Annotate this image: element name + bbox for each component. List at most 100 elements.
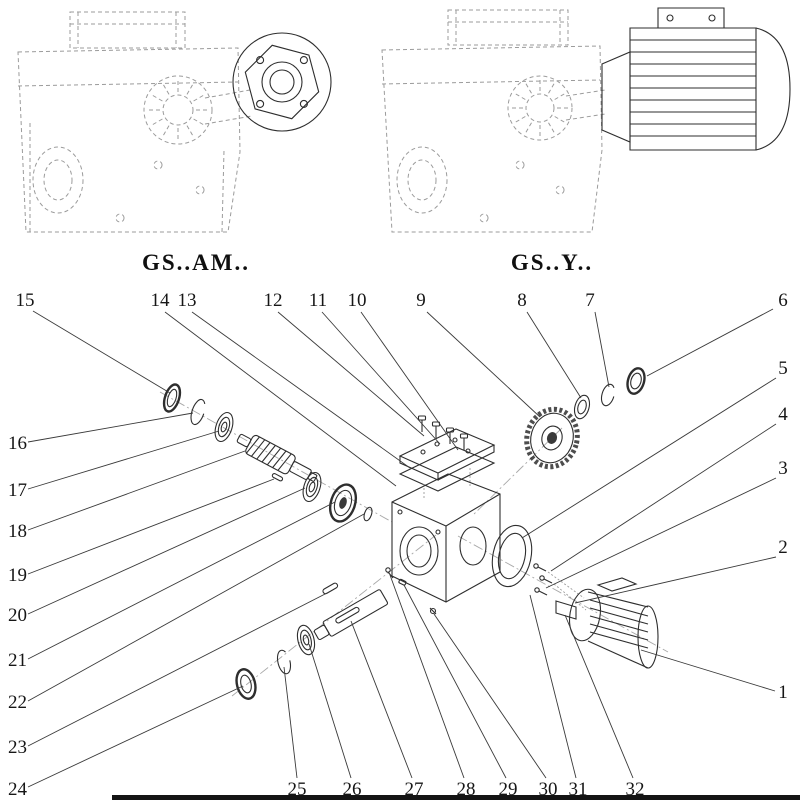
callout-number-23: 23 [8, 737, 27, 758]
part-input-key [271, 473, 284, 482]
callout-number-30: 30 [539, 779, 558, 800]
y-motor-sketch [601, 7, 791, 151]
callout-number-13: 13 [178, 290, 197, 311]
callout-leader-2 [574, 556, 777, 604]
callout-number-18: 18 [8, 521, 27, 542]
callout-leader-28 [389, 574, 465, 779]
motor-axis-line [457, 535, 669, 653]
callout-leader-20 [27, 487, 306, 615]
callout-leader-23 [27, 591, 330, 747]
callout-leader-3 [545, 477, 777, 589]
part-gear-seal-ring [626, 367, 646, 395]
callout-number-3: 3 [778, 458, 788, 479]
callout-leader-4 [550, 423, 777, 572]
callout-leader-27 [350, 620, 413, 779]
callout-leader-9 [426, 311, 541, 418]
part-input-seal [162, 383, 182, 413]
callout-number-7: 7 [585, 290, 595, 311]
exploded-assembly [159, 367, 669, 700]
callout-number-8: 8 [517, 290, 527, 311]
callout-number-27: 27 [405, 779, 424, 800]
part-input-bearing [214, 411, 234, 443]
part-output-bearing [296, 624, 316, 656]
callout-number-14: 14 [151, 290, 171, 311]
am-spline-teeth-sketch [148, 80, 208, 140]
part-input-snap-ring [190, 398, 206, 426]
callout-number-10: 10 [348, 290, 367, 311]
gearbox-y-housing-sketch [381, 9, 606, 233]
part-output-seal [235, 668, 257, 700]
callout-number-5: 5 [778, 358, 788, 379]
callout-leader-30 [433, 613, 547, 779]
callout-leader-10 [360, 311, 459, 451]
input-axis-line [159, 391, 393, 523]
gearbox-am-housing-sketch [17, 11, 253, 233]
callout-number-32: 32 [626, 779, 645, 800]
callout-number-26: 26 [343, 779, 362, 800]
callout-leader-6 [646, 308, 774, 377]
cover-screws [417, 415, 469, 450]
callout-number-29: 29 [499, 779, 518, 800]
callout-number-15: 15 [16, 290, 35, 311]
y-spline-teeth-sketch [512, 80, 568, 136]
part-output-shaft [313, 589, 389, 641]
callout-number-20: 20 [8, 605, 27, 626]
callout-leader-12 [277, 311, 425, 437]
callout-leader-26 [308, 643, 352, 779]
cover-alignment-lines [423, 468, 471, 500]
part-worm-shaft [236, 433, 318, 482]
callout-leader-32 [564, 614, 634, 779]
am-output-flange [232, 32, 332, 132]
callout-leader-21 [27, 501, 336, 660]
callout-leader-29 [403, 584, 507, 779]
callout-leader-25 [283, 666, 298, 779]
gear-housing [391, 473, 501, 603]
callout-number-9: 9 [416, 290, 426, 311]
cover-plate [398, 428, 496, 481]
variant-am-label: GS..AM.. [142, 250, 250, 275]
part-helical-gear [524, 406, 580, 470]
callout-leader-13 [191, 311, 411, 469]
variant-y-label: GS..Y.. [511, 250, 593, 275]
part-worm-wheel-disc [328, 483, 358, 523]
housing-fasteners [385, 567, 437, 615]
callout-number-1: 1 [778, 682, 788, 703]
callout-leader-22 [27, 513, 365, 702]
callout-leader-11 [321, 311, 441, 445]
part-spacer-washer [363, 506, 373, 522]
callout-number-31: 31 [569, 779, 588, 800]
part-gear-washer [573, 394, 591, 420]
gearbox-variant-am-drawing: GS..AM.. [17, 11, 332, 275]
part-worm-bearing [302, 471, 322, 503]
callout-number-19: 19 [8, 565, 27, 586]
callout-number-11: 11 [309, 290, 327, 311]
part-motor [555, 577, 659, 669]
callout-number-2: 2 [778, 537, 788, 558]
part-output-snap-ring [276, 649, 292, 675]
callout-leader-31 [529, 594, 577, 779]
callout-number-21: 21 [8, 650, 27, 671]
callout-number-12: 12 [264, 290, 283, 311]
callout-number-25: 25 [288, 779, 307, 800]
callout-leader-1 [640, 649, 776, 692]
callout-leader-7 [594, 311, 610, 388]
callout-number-22: 22 [8, 692, 27, 713]
callout-leader-16 [27, 412, 194, 443]
bottom-edge-artifact [112, 795, 800, 800]
callout-leader-17 [27, 430, 220, 490]
gearbox-variant-y-drawing: GS..Y.. [381, 7, 791, 275]
callout-leader-14 [164, 311, 397, 487]
callout-number-6: 6 [778, 290, 788, 311]
part-adapter-flange [491, 524, 533, 588]
motor-bolts [533, 563, 587, 611]
part-output-key [322, 582, 339, 595]
callout-number-16: 16 [8, 433, 27, 454]
callout-number-28: 28 [457, 779, 476, 800]
callout-number-24: 24 [8, 779, 28, 800]
callout-number-17: 17 [8, 480, 27, 501]
callout-leader-5 [521, 377, 777, 539]
callout-leader-8 [526, 311, 582, 399]
callout-leader-19 [27, 478, 275, 575]
